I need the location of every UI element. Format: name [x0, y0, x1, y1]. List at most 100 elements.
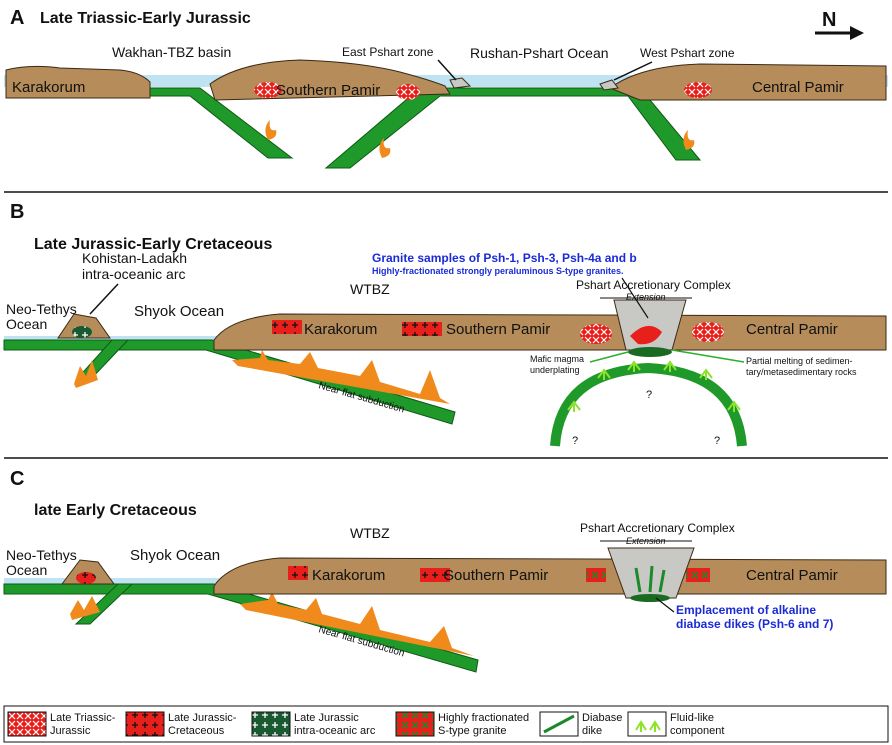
- granite-body: [396, 84, 420, 100]
- fluid-arrow-icon: [635, 720, 661, 732]
- pointer-line: [89, 283, 119, 315]
- s-type-granite: [630, 325, 662, 345]
- label-granite-desc: Highly-fractionated strongly peraluminou…: [372, 266, 624, 276]
- legend-label: Late Triassic-: [50, 712, 116, 724]
- label-karakorum: Karakorum: [312, 567, 385, 584]
- unknown-mark: ?: [714, 435, 720, 447]
- label-extension: Extension: [626, 292, 666, 302]
- label-karakorum: Karakorum: [12, 79, 85, 96]
- north-arrow-head-icon: [850, 26, 864, 40]
- label-extension: Extension: [626, 536, 666, 546]
- label-mafic: Mafic magma: [530, 354, 584, 364]
- diabase-dike: [634, 565, 666, 593]
- fluid-arrow-icon: [727, 400, 741, 412]
- pointer-line: [655, 597, 675, 613]
- label-pshart-complex: Pshart Accretionary Complex: [576, 278, 731, 292]
- label-central-pamir: Central Pamir: [746, 567, 838, 584]
- legend-label: Diabase: [582, 712, 622, 724]
- unknown-mark: ?: [572, 435, 578, 447]
- arc-pluton: [76, 572, 96, 584]
- granite-body: [586, 568, 606, 582]
- arc-pluton: [72, 326, 92, 338]
- legend-label: Late Jurassic-: [168, 712, 237, 724]
- label-basin: Wakhan-TBZ basin: [112, 44, 231, 60]
- label-west-pshart: West Pshart zone: [640, 46, 735, 60]
- label-east-pshart: East Pshart zone: [342, 45, 434, 59]
- granite-body: [684, 82, 712, 98]
- legend: Late Triassic- Jurassic Late Jurassic- C…: [3, 705, 889, 743]
- legend-swatch-s-type: [395, 711, 435, 737]
- melt-zone: [240, 592, 474, 656]
- mafic-underplate: [628, 347, 672, 357]
- panel-b-title: Late Jurassic-Early Cretaceous: [34, 236, 272, 253]
- legend-label: S-type granite: [438, 725, 506, 737]
- panel-b-letter: B: [10, 201, 24, 223]
- melt-zone: [74, 360, 98, 388]
- label-central-pamir: Central Pamir: [752, 79, 844, 96]
- accretion-west: [599, 79, 619, 91]
- crust-karakorum: [5, 65, 151, 99]
- fluid-arrow-icon: [597, 368, 611, 380]
- label-shyok: Shyok Ocean: [134, 303, 224, 320]
- pointer-line: [437, 59, 457, 81]
- legend-label: Late Jurassic: [294, 712, 359, 724]
- granite-body: [254, 82, 282, 98]
- label-neo-tethys-ocean: Ocean: [6, 562, 47, 578]
- legend-label: intra-oceanic arc: [294, 725, 376, 737]
- legend-swatch-triassic: [7, 711, 47, 737]
- label-emplacement-dikes: diabase dikes (Psh-6 and 7): [676, 617, 833, 631]
- legend-label: Highly fractionated: [438, 712, 529, 724]
- diabase-dike-icon: [543, 714, 575, 734]
- legend-swatch-jurassic: [125, 711, 165, 737]
- intra-oceanic-arc: [57, 313, 111, 339]
- legend-label: component: [670, 725, 724, 737]
- panel-c: C late Early Cretaceous Neo-Tethys Ocean…: [3, 468, 887, 673]
- melt-flame-icon: [379, 138, 391, 158]
- crust-main: [213, 557, 887, 595]
- label-partial-melting-rocks: tary/metasedimentary rocks: [746, 367, 857, 377]
- panel-c-letter: C: [10, 468, 24, 490]
- panel-b: B Late Jurassic-Early Cretaceous ? ? ?: [3, 201, 887, 447]
- melt-flame-icon: [265, 120, 277, 140]
- legend-frame: [3, 705, 889, 743]
- intra-oceanic-arc: [61, 559, 115, 585]
- pointer-line: [671, 349, 745, 363]
- granite-body: [686, 568, 710, 582]
- panel-c-title: late Early Cretaceous: [34, 502, 197, 519]
- granite-body: [420, 568, 450, 582]
- label-emplacement: Emplacement of alkaline: [676, 603, 816, 617]
- melt-flame-icon: [683, 130, 695, 150]
- unknown-mark: ?: [646, 389, 652, 401]
- label-southern-pamir: Southern Pamir: [446, 321, 550, 338]
- label-southern-pamir: Southern Pamir: [444, 567, 548, 584]
- pointer-line: [613, 61, 653, 81]
- label-wtbz: WTBZ: [350, 525, 390, 541]
- label-underplating: underplating: [530, 365, 580, 375]
- panel-a-title: Late Triassic-Early Jurassic: [40, 10, 251, 27]
- legend-label: Jurassic: [50, 725, 91, 737]
- mafic-underplate: [630, 594, 670, 602]
- label-karakorum: Karakorum: [304, 321, 377, 338]
- granite-body: [288, 566, 308, 580]
- label-partial-melting: Partial melting of sedimen-: [746, 356, 853, 366]
- label-shyok: Shyok Ocean: [130, 547, 220, 564]
- melt-zone: [232, 350, 450, 404]
- fluid-arrow-icon: [663, 360, 677, 372]
- label-kohistan-arc: intra-oceanic arc: [82, 266, 186, 282]
- crust-main: [213, 313, 887, 351]
- label-neo-tethys: Neo-Tethys: [6, 547, 77, 563]
- crust-central-pamir: [608, 63, 887, 101]
- label-neo-tethys: Neo-Tethys: [6, 301, 77, 317]
- subducting-slab: [3, 339, 456, 425]
- north-label: N: [822, 9, 836, 31]
- legend-label: Cretaceous: [168, 725, 225, 737]
- fluid-arrow-icon: [699, 368, 713, 380]
- label-central-pamir: Central Pamir: [746, 321, 838, 338]
- subducting-slab: [3, 583, 479, 673]
- legend-swatch-arc: [251, 711, 291, 737]
- granite-body: [402, 322, 442, 336]
- label-kohistan: Kohistan-Ladakh: [82, 250, 187, 266]
- legend-swatch-fluid: [627, 711, 667, 737]
- label-granite-samples: Granite samples of Psh-1, Psh-3, Psh-4a …: [372, 251, 637, 265]
